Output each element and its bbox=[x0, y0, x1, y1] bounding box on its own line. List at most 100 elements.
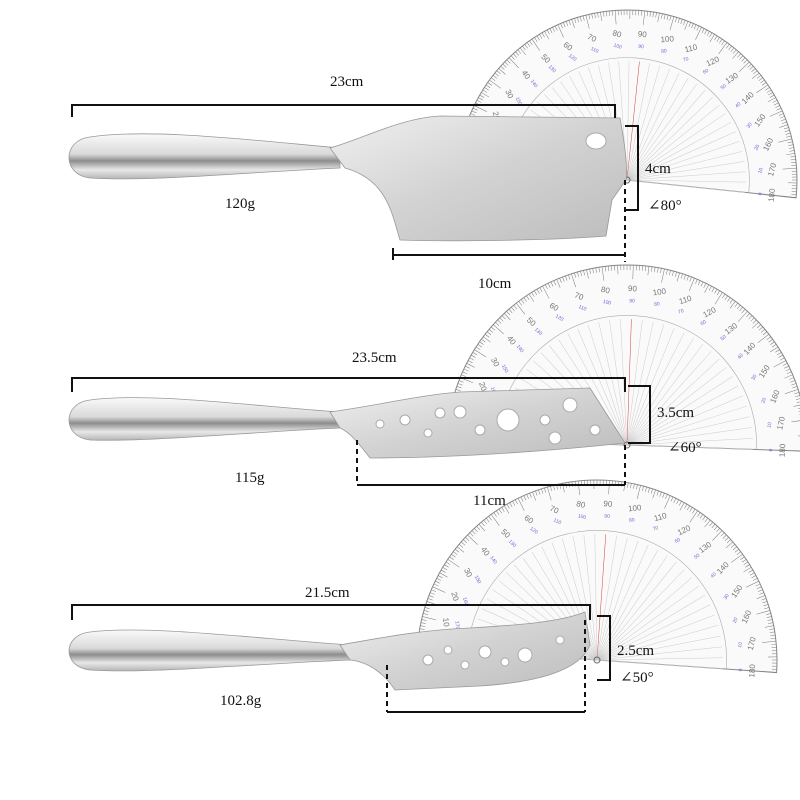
protractor-tick bbox=[462, 371, 468, 375]
protractor-ray bbox=[626, 358, 720, 446]
protractor-ray bbox=[626, 324, 665, 446]
protractor-scale-label: 170 bbox=[775, 415, 787, 430]
protractor-tick bbox=[456, 386, 462, 389]
protractor-tick bbox=[536, 35, 540, 41]
protractor-tick bbox=[689, 276, 692, 282]
protractor-tick bbox=[770, 634, 776, 636]
protractor-tick bbox=[455, 548, 460, 553]
protractor-tick bbox=[556, 279, 561, 288]
knife-3-angle-label: ∠50° bbox=[620, 670, 654, 686]
protractor-tick bbox=[603, 11, 605, 17]
protractor-tick bbox=[444, 564, 449, 568]
protractor-tick bbox=[676, 272, 680, 282]
protractor-tick bbox=[767, 97, 776, 103]
protractor-tick bbox=[647, 266, 650, 276]
protractor-ray bbox=[587, 325, 628, 446]
protractor-tick bbox=[791, 383, 797, 386]
protractor-tick bbox=[729, 299, 734, 304]
protractor-tick bbox=[486, 331, 492, 336]
protractor-tick bbox=[714, 292, 723, 305]
protractor-ray bbox=[626, 141, 740, 181]
protractor-tick bbox=[787, 182, 797, 184]
protractor-inner-scale-label: 0 bbox=[738, 668, 744, 671]
protractor-inner-scale-label: 150 bbox=[473, 575, 482, 585]
protractor-tick bbox=[529, 40, 533, 45]
protractor-tick bbox=[732, 546, 738, 551]
protractor-tick bbox=[493, 324, 504, 335]
protractor-tick bbox=[746, 313, 750, 318]
protractor-tick bbox=[479, 341, 484, 345]
protractor-tick bbox=[633, 483, 635, 489]
protractor-tick bbox=[423, 613, 429, 615]
protractor-tick bbox=[773, 360, 787, 368]
protractor-tick bbox=[498, 508, 502, 514]
protractor-tick bbox=[474, 528, 478, 533]
protractor-tick bbox=[768, 92, 773, 96]
protractor-tick bbox=[647, 487, 650, 493]
protractor-tick bbox=[550, 486, 552, 492]
protractor-inner-scale-label: 30 bbox=[746, 122, 754, 130]
protractor-tick bbox=[504, 313, 511, 321]
protractor-tick bbox=[617, 10, 619, 16]
protractor-tick bbox=[666, 14, 669, 20]
knife-1-cleaver bbox=[68, 115, 627, 242]
protractor-tick bbox=[775, 349, 780, 353]
protractor-tick bbox=[550, 281, 554, 287]
protractor-tick bbox=[534, 290, 538, 296]
protractor-tick bbox=[463, 539, 468, 544]
protractor-tick bbox=[728, 45, 732, 51]
protractor-tick bbox=[784, 365, 789, 369]
protractor-tick bbox=[539, 287, 543, 293]
protractor-tick bbox=[689, 507, 693, 512]
protractor-tick bbox=[620, 265, 622, 271]
protractor-scale-label: 170 bbox=[746, 636, 758, 652]
protractor-tick bbox=[791, 419, 800, 423]
protractor-tick bbox=[559, 278, 562, 283]
protractor-tick bbox=[509, 502, 513, 508]
protractor-tick bbox=[476, 99, 482, 103]
protractor-tick bbox=[607, 265, 609, 271]
protractor-tick bbox=[743, 567, 752, 573]
protractor-tick bbox=[756, 84, 769, 93]
protractor-tick bbox=[471, 530, 476, 535]
protractor-ray bbox=[609, 320, 628, 446]
protractor-tick bbox=[496, 70, 501, 75]
protractor-tick bbox=[766, 616, 772, 618]
protractor-tick bbox=[706, 31, 710, 36]
protractor-tick bbox=[652, 12, 654, 18]
protractor-scale-label: 80 bbox=[611, 28, 623, 39]
protractor-tick bbox=[659, 491, 662, 497]
protractor-ray bbox=[626, 351, 712, 446]
protractor-tick bbox=[703, 283, 707, 288]
knife-2-holes bbox=[375, 397, 601, 445]
protractor-tick bbox=[523, 495, 527, 501]
knife-1-length-label: 23cm bbox=[330, 74, 364, 90]
protractor-tick bbox=[734, 548, 739, 553]
protractor-tick bbox=[695, 27, 702, 40]
protractor-tick bbox=[726, 44, 730, 49]
protractor-ray bbox=[626, 161, 745, 181]
protractor-inner-scale-label: 110 bbox=[578, 304, 588, 313]
protractor-tick bbox=[718, 42, 728, 54]
protractor-tick bbox=[756, 595, 766, 599]
protractor-tick bbox=[788, 147, 794, 149]
protractor-tick bbox=[680, 273, 683, 279]
protractor-tick bbox=[485, 518, 490, 523]
protractor-tick bbox=[472, 352, 478, 356]
protractor-tick bbox=[770, 341, 775, 345]
protractor-tick bbox=[720, 532, 725, 537]
protractor-tick bbox=[764, 625, 774, 628]
protractor-tick bbox=[662, 493, 665, 498]
protractor-tick bbox=[725, 541, 734, 549]
protractor-tick bbox=[783, 127, 789, 130]
protractor-tick bbox=[529, 493, 532, 498]
protractor-tick bbox=[600, 12, 603, 22]
protractor-ray bbox=[626, 395, 744, 446]
protractor-tick bbox=[445, 561, 451, 565]
protractor-tick bbox=[582, 15, 585, 21]
protractor-inner-scale-label: 60 bbox=[674, 537, 682, 545]
protractor-ray bbox=[596, 544, 649, 661]
protractor-tick bbox=[465, 365, 470, 369]
protractor-tick bbox=[508, 57, 519, 68]
protractor-tick bbox=[795, 395, 800, 398]
